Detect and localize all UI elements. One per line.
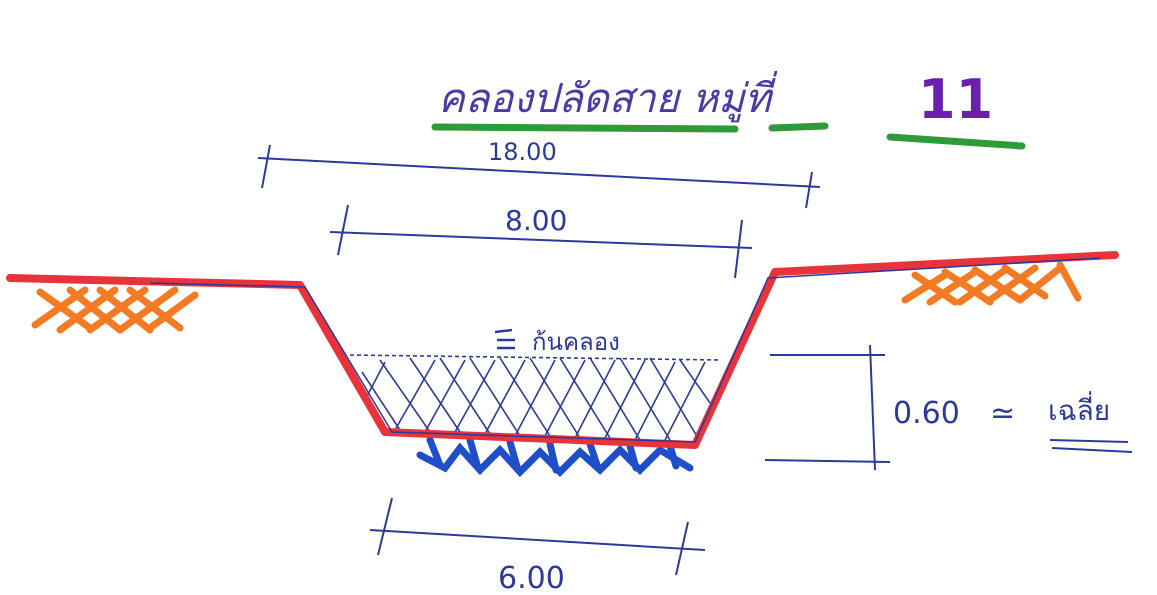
depth-note-underline: [1049, 439, 1133, 453]
dimension-bottom-label: 6.00: [498, 561, 565, 595]
dimension-line-middle: [329, 204, 753, 279]
dimension-top-label: 18.00: [488, 138, 557, 166]
title-underline: [431, 122, 1026, 150]
soil-hatch-left: [31, 286, 199, 334]
fill-marker-icon: [494, 328, 515, 350]
profile-ink-line: [149, 257, 1101, 443]
title-number: 11: [918, 68, 993, 131]
ground-profile-line: [6, 251, 1119, 449]
title-text: คลองปลัดสาย หมู่ที่: [438, 70, 778, 123]
canal-fill-label: ก้นคลอง: [532, 328, 620, 356]
canal-fill-hatch: [349, 354, 721, 441]
canal-bed-hatch: [416, 436, 694, 478]
dimension-depth-note: เฉลี่ย: [1048, 391, 1110, 427]
dimension-line-bottom: [369, 497, 706, 576]
approx-sign: ≃: [990, 396, 1015, 431]
soil-hatch-right: [901, 261, 1082, 306]
dimension-middle-label: 8.00: [505, 204, 567, 237]
dimension-line-depth: [764, 344, 891, 471]
dimension-line-top: [257, 144, 821, 209]
dimension-depth-label: 0.60: [893, 396, 960, 431]
